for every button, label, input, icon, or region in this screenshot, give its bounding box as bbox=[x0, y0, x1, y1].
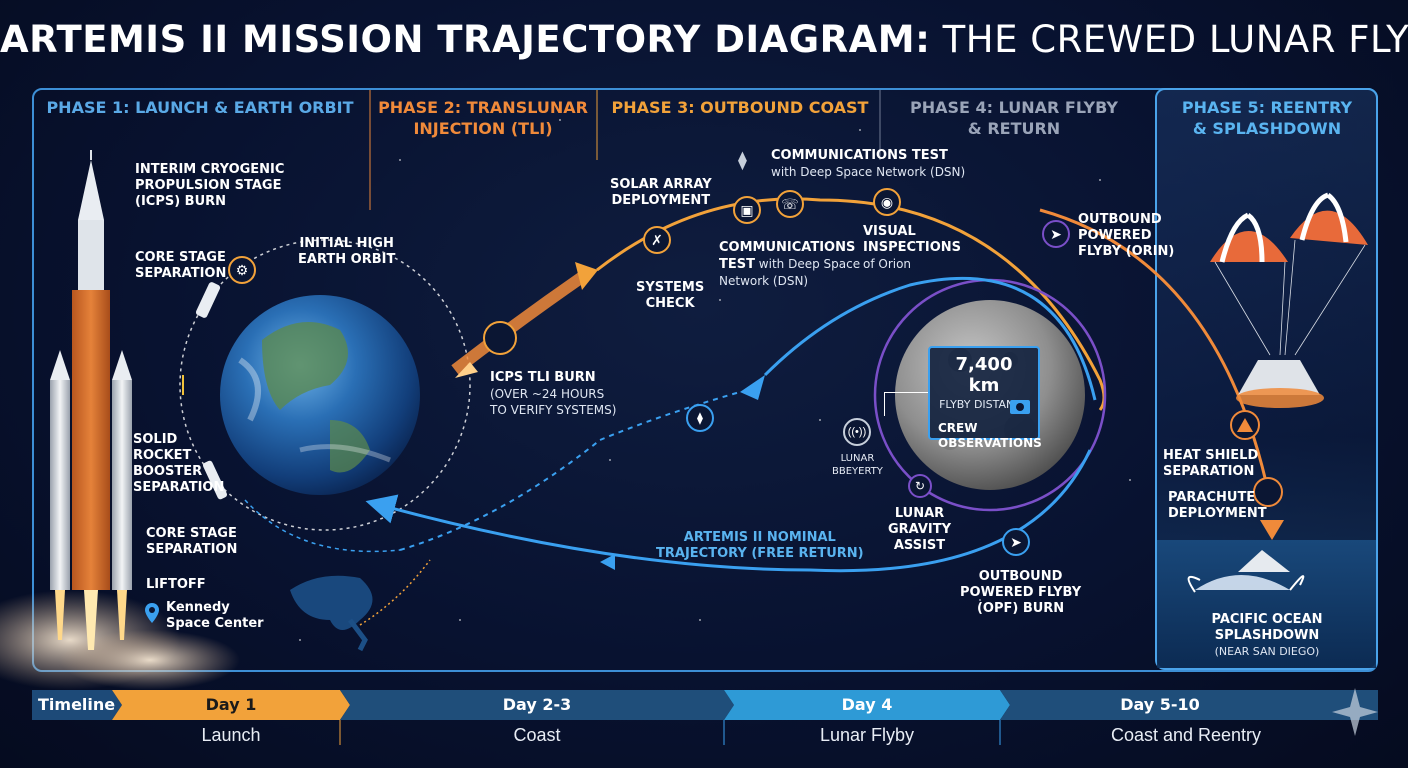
location-pin-icon bbox=[145, 603, 159, 623]
antenna-icon-trajectory: ⧫ bbox=[686, 404, 714, 432]
tli-burn-label: ICPS TLI BURN (OVER ~24 HOURS TO VERIFY … bbox=[490, 370, 617, 417]
page-title: ARTEMIS II MISSION TRAJECTORY DIAGRAM: T… bbox=[0, 18, 1408, 61]
timeline-desc-2: Coast bbox=[513, 725, 561, 745]
gravity-icon: ↻ bbox=[908, 474, 932, 498]
pointer-line bbox=[884, 392, 928, 393]
chip-icon: ▣ bbox=[733, 196, 761, 224]
flyby-distance-value: 7,400 km bbox=[955, 354, 1013, 396]
rocket-icon-top: ➤ bbox=[1042, 220, 1070, 248]
timeline-label: Timeline bbox=[38, 695, 116, 714]
comms-test-top-label: COMMUNICATIONS TEST with Deep Space Netw… bbox=[771, 148, 966, 179]
sls-rocket bbox=[50, 150, 132, 650]
timeline-day-4: Day 5-10 bbox=[1120, 695, 1200, 714]
antenna-icon: ⧫ bbox=[738, 150, 747, 170]
title-light: THE CREWED LUNAR FLYBY bbox=[930, 18, 1408, 61]
phone-icon: ☏ bbox=[776, 190, 804, 218]
phase5-title: PHASE 5: REENTRY& SPLASHDOWN bbox=[1181, 98, 1353, 138]
phase4-title: PHASE 4: LUNAR FLYBY& RETURN bbox=[909, 98, 1119, 138]
phase3-title: PHASE 3: OUTBOUND COAST bbox=[611, 98, 869, 117]
signal-icon: ((•)) bbox=[843, 418, 871, 446]
eye-icon: ◉ bbox=[873, 188, 901, 216]
parachutes bbox=[1210, 192, 1368, 408]
pointer-line-v bbox=[884, 392, 885, 416]
liftoff-label: LIFTOFF bbox=[146, 577, 206, 592]
tools-icon: ✗ bbox=[643, 226, 671, 254]
timeline-day-1: Day 1 bbox=[205, 695, 257, 714]
timeline-day-3: Day 4 bbox=[841, 695, 893, 714]
camera-icon bbox=[1010, 400, 1030, 414]
timeline-desc-3: Lunar Flyby bbox=[819, 725, 915, 745]
stage-sep-icon: ⚙ bbox=[228, 256, 256, 284]
timeline-desc-1: Launch bbox=[201, 725, 261, 745]
phase1-title: PHASE 1: LAUNCH & EARTH ORBIT bbox=[46, 98, 354, 117]
title-bold: ARTEMIS II MISSION TRAJECTORY DIAGRAM: bbox=[0, 18, 931, 61]
comms-test-mid-label: COMMUNICATIONS TEST with Deep Space Netw… bbox=[719, 240, 861, 288]
timeline-desc-4: Coast and Reentry bbox=[1110, 725, 1262, 745]
timeline-day-2: Day 2-3 bbox=[502, 695, 572, 714]
rocket-icon-bottom: ➤ bbox=[1002, 528, 1030, 556]
flyby-distance-label: FLYBY DISTANCE bbox=[939, 398, 1029, 411]
